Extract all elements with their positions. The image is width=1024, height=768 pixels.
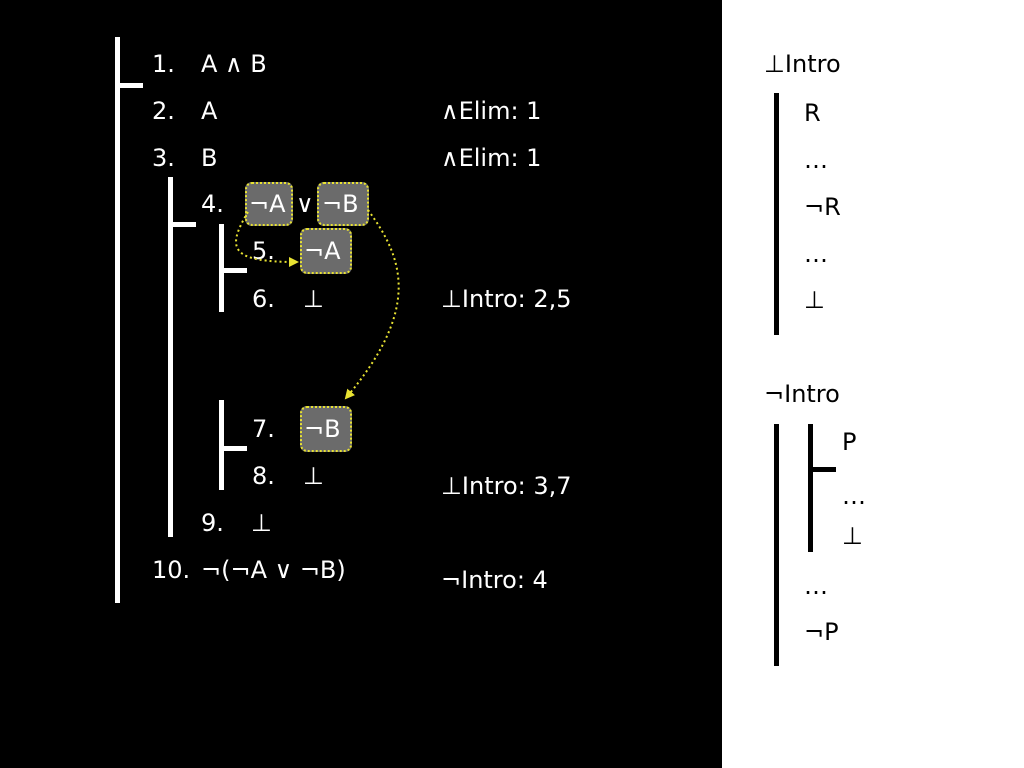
line-formula-4-op: ∨: [296, 190, 314, 218]
rule-subline-neg-intro-3: ⊥: [842, 522, 863, 550]
rule-bar-bottom-intro: [774, 93, 779, 335]
rule-line-bottom-intro-2: …: [804, 146, 828, 174]
premise-bar-sub7: [219, 446, 247, 451]
line-formula-7: ¬B: [304, 415, 341, 443]
rule-line-bottom-intro-1: R: [804, 99, 821, 127]
line-justification-8: ⊥Intro: 3,7: [441, 472, 572, 500]
rule-line-neg-intro-2: ¬P: [804, 618, 839, 646]
rule-line-neg-intro-1: …: [804, 572, 828, 600]
rule-line-bottom-intro-3: ¬R: [804, 193, 841, 221]
line-formula-9: ⊥: [251, 509, 272, 537]
scope-bar-sub4: [168, 177, 173, 537]
premise-bar-sub5: [219, 268, 247, 273]
line-number-5: 5.: [252, 237, 275, 265]
line-number-7: 7.: [252, 415, 275, 443]
rule-title-neg-intro: ¬Intro: [764, 380, 840, 408]
line-formula-4-left: ¬A: [249, 190, 286, 218]
line-number-6: 6.: [252, 285, 275, 313]
rule-bar-neg-intro: [774, 424, 779, 666]
line-number-10: 10.: [152, 556, 191, 584]
line-justification-10: ¬Intro: 4: [441, 566, 548, 594]
rule-title-bottom-intro: ⊥Intro: [764, 50, 841, 78]
line-number-3: 3.: [152, 144, 175, 172]
line-justification-2: ∧Elim: 1: [441, 97, 542, 125]
line-formula-10: ¬(¬A ∨ ¬B): [201, 556, 346, 584]
line-number-2: 2.: [152, 97, 175, 125]
rule-subbar-neg-intro: [808, 424, 813, 552]
line-number-8: 8.: [252, 462, 275, 490]
line-formula-2: A: [201, 97, 218, 125]
rule-subline-neg-intro-2: …: [842, 482, 866, 510]
rule-line-bottom-intro-4: …: [804, 240, 828, 268]
rule-subline-neg-intro-1: P: [842, 428, 857, 456]
line-formula-4-right: ¬B: [322, 190, 359, 218]
scope-bar-main: [115, 37, 120, 603]
line-number-1: 1.: [152, 50, 175, 78]
line-formula-6: ⊥: [303, 285, 324, 313]
dotted-arrows: [235, 209, 400, 400]
rule-subpremise-neg-intro: [808, 467, 836, 472]
line-justification-3: ∧Elim: 1: [441, 144, 542, 172]
line-formula-5: ¬A: [304, 237, 341, 265]
highlight-box-7: [300, 406, 352, 452]
line-justification-6: ⊥Intro: 2,5: [441, 285, 572, 313]
line-formula-1: A ∧ B: [201, 50, 267, 78]
scope-bar-sub7: [219, 400, 224, 490]
premise-bar-sub4: [168, 222, 196, 227]
line-number-4: 4.: [201, 190, 224, 218]
proof-panel: 1. A ∧ B 2. A ∧Elim: 1 3. B ∧Elim: 1 4. …: [115, 37, 572, 603]
line-formula-8: ⊥: [303, 462, 324, 490]
premise-bar-main: [115, 83, 143, 88]
arrow-4b-to-7: [344, 209, 400, 400]
rule-line-bottom-intro-5: ⊥: [804, 286, 825, 314]
rules-panel: ⊥Intro R … ¬R … ⊥ ¬Intro P … ⊥ … ¬P: [722, 0, 1024, 768]
line-number-9: 9.: [201, 509, 224, 537]
line-formula-3: B: [201, 144, 218, 172]
highlight-box-4b: [317, 182, 369, 226]
